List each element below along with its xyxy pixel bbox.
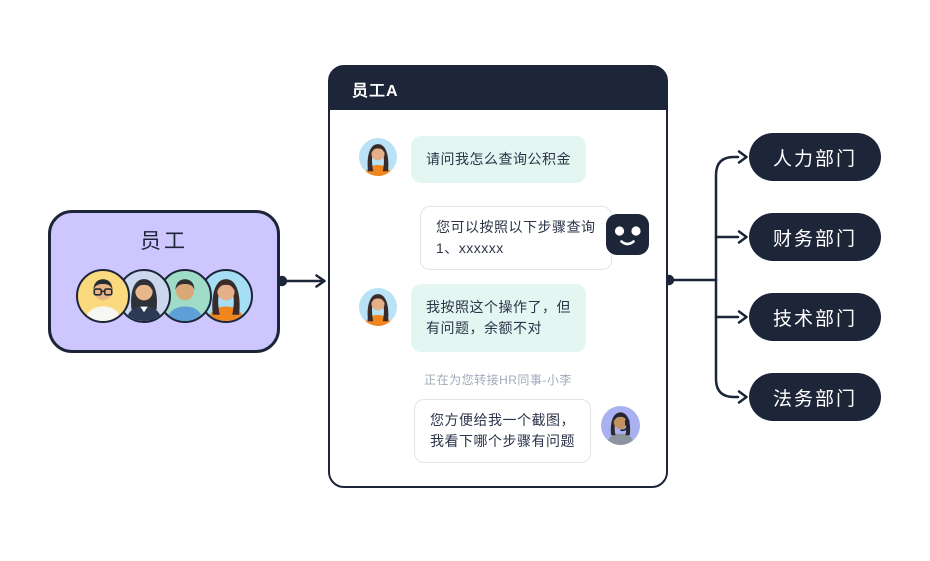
department-label: 财务部门 — [772, 228, 857, 250]
department-node-finance: 财务部门 — [749, 213, 881, 261]
robot-face-icon — [606, 214, 649, 255]
chat-to-departments-connector — [663, 150, 748, 404]
department-node-tech: 技术部门 — [749, 293, 881, 341]
employee-message-2: 我按照这个操作了，但 有问题，余额不对 — [411, 284, 586, 352]
hr-agent-message: 您方便给我一个截图， 我看下哪个步骤有问题 — [414, 399, 591, 463]
transfer-system-message: 正在为您转接HR同事-小李 — [424, 373, 572, 387]
department-label: 技术部门 — [772, 308, 857, 330]
employee-message-1: 请问我怎么查询公积金 — [411, 136, 586, 183]
employee-group-title: 员工 — [140, 230, 188, 253]
man-glasses-avatar-icon — [75, 269, 130, 323]
chat-window: 员工A 请问我怎么查询公积金 您可以按照以下步骤查询 1、xxxxxx — [328, 65, 668, 488]
employee-chat-avatar-icon — [359, 288, 397, 326]
woman-headset-avatar-icon — [601, 406, 640, 445]
department-node-legal: 法务部门 — [749, 373, 881, 421]
chat-window-header: 员工A — [330, 67, 666, 110]
employee-to-chat-arrow — [276, 274, 326, 288]
department-node-hr: 人力部门 — [749, 133, 881, 181]
chat-window-title: 员工A — [352, 82, 399, 100]
department-label: 法务部门 — [772, 388, 857, 410]
employee-avatar-group — [51, 269, 277, 323]
woman-orange-avatar-icon — [198, 269, 253, 323]
bot-message: 您可以按照以下步骤查询 1、xxxxxx — [420, 206, 612, 270]
department-label: 人力部门 — [772, 148, 857, 170]
employee-group-card: 员工 — [48, 210, 280, 353]
employee-chat-avatar-icon — [359, 138, 397, 176]
